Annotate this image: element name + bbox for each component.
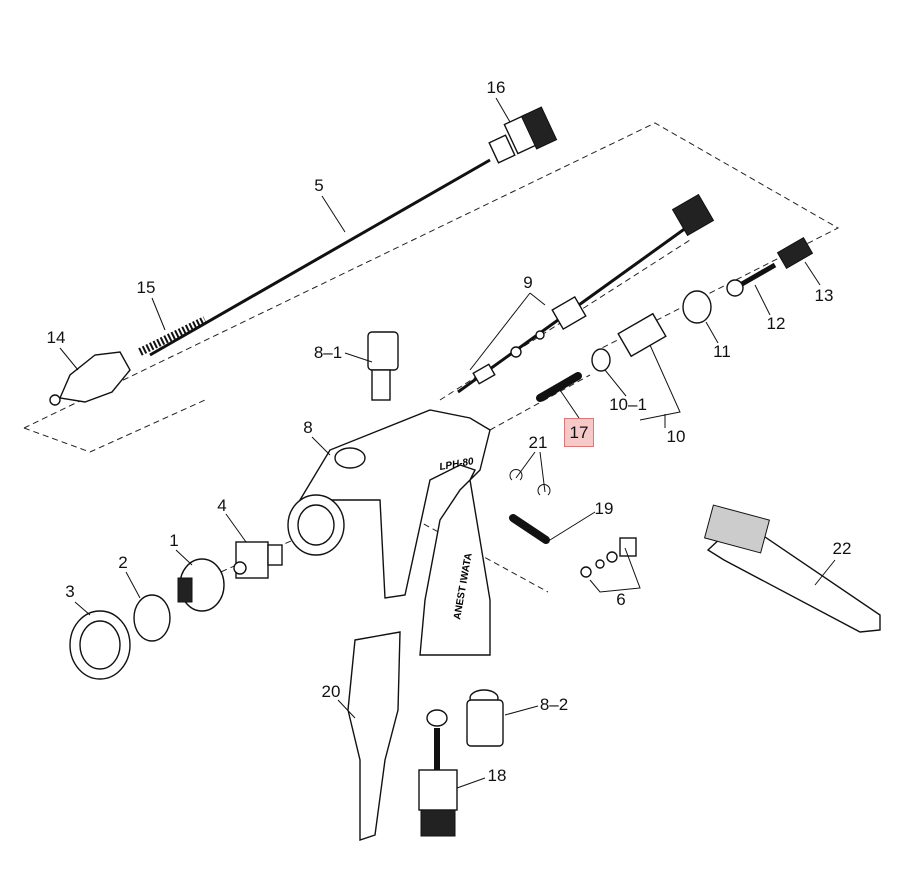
label-16: 16 — [486, 78, 506, 97]
part-3-cap-ring — [69, 610, 131, 680]
label-22: 22 — [832, 539, 852, 558]
part-6-washers — [580, 537, 637, 578]
label-13: 13 — [814, 286, 834, 305]
label-19: 19 — [594, 499, 614, 518]
part-10-valve-body — [617, 312, 667, 358]
label-5: 5 — [314, 176, 324, 195]
label-15: 15 — [136, 278, 156, 297]
part-19-pin — [509, 514, 550, 544]
leader-lines — [59, 97, 836, 789]
part-10-1-o-ring — [591, 348, 611, 372]
assembly-outline-lower — [23, 399, 206, 453]
part-11-seal — [682, 290, 712, 324]
part-8-1-fitting — [367, 331, 399, 401]
part-17-pin — [536, 372, 582, 402]
label-3: 3 — [65, 582, 75, 601]
part-13-spring — [776, 237, 814, 269]
label-12: 12 — [766, 314, 786, 333]
label-10: 10 — [666, 427, 686, 446]
assembly-outline — [23, 122, 840, 429]
label-14: 14 — [46, 328, 66, 347]
label-20: 20 — [321, 682, 341, 701]
part-20-trigger — [347, 631, 401, 841]
part-9-air-valve — [457, 193, 715, 394]
label-21: 21 — [528, 433, 548, 452]
label-8: 8 — [303, 418, 313, 437]
part-22-brush — [703, 504, 881, 633]
part-2-ring — [133, 594, 171, 642]
part-4-fluid-nozzle — [233, 541, 283, 579]
label-4: 4 — [217, 496, 227, 515]
part-12-pin — [726, 262, 777, 297]
part-14-valve — [49, 351, 131, 406]
part-8-gun-body: LPH-80 ANEST IWATA — [287, 409, 491, 656]
part-5-needle — [149, 158, 491, 357]
label-8-1: 8–1 — [313, 343, 343, 362]
label-18: 18 — [487, 766, 507, 785]
label-10-1: 10–1 — [609, 395, 647, 414]
part-15-spring — [138, 316, 207, 356]
label-8-2: 8–2 — [539, 695, 569, 714]
label-17-highlighted[interactable]: 17 — [564, 418, 594, 447]
label-2: 2 — [118, 553, 128, 572]
part-16-knob — [488, 106, 558, 164]
label-6: 6 — [616, 590, 626, 609]
part-8-2-air-fitting — [466, 689, 504, 747]
label-11: 11 — [713, 342, 731, 361]
label-1: 1 — [169, 531, 179, 550]
guide-line — [489, 374, 591, 431]
part-18-air-valve — [418, 709, 458, 837]
part-1-air-cap — [177, 558, 225, 612]
label-9: 9 — [523, 273, 533, 292]
